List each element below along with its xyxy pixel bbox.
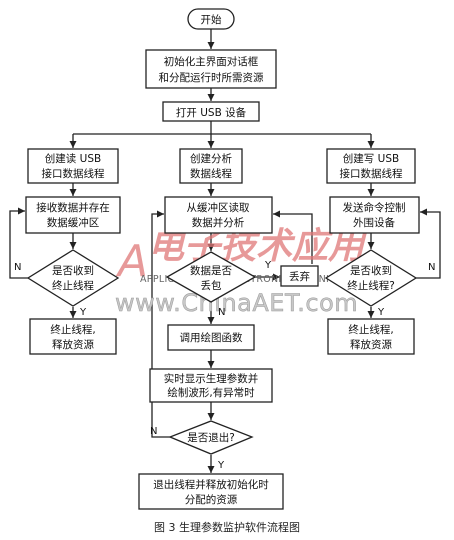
node-final: 退出线程并释放初始化时 分配的资源 — [138, 473, 284, 510]
node-data-check-line1: 数据是否 — [190, 264, 232, 277]
node-plot-label: 调用绘图函数 — [180, 331, 243, 344]
node-recv-line2: 数据缓冲区 — [47, 216, 100, 229]
node-end-right-line1: 终止线程, — [348, 323, 393, 336]
node-send-cmd: 发送命令控制 外围设备 — [329, 196, 420, 234]
label-yes-data: Y — [264, 260, 272, 271]
node-write-check-line1: 是否收到 — [350, 264, 392, 277]
node-recv-check-line2: 终止线程 — [52, 279, 94, 292]
node-exit-check: 是否退出? — [168, 420, 254, 455]
node-read-buffer: 从缓冲区读取 数据并分析 — [164, 196, 273, 234]
node-realtime: 实时显示生理参数并 绘制波形,有异常时 — [149, 368, 273, 403]
edge-discard-loop — [273, 210, 313, 264]
node-create-analysis: 创建分析 数据线程 — [179, 148, 243, 184]
node-write-check: 是否收到 终止线程? — [324, 249, 418, 307]
node-write-check-line2: 终止线程? — [347, 279, 395, 292]
node-data-check: 数据是否 丢包 — [165, 251, 257, 303]
node-recv-line1: 接收数据并存在 — [36, 201, 110, 214]
node-discard: 丢弃 — [280, 265, 319, 287]
node-create-read-line1: 创建读 USB — [45, 152, 101, 165]
node-start: 开始 — [187, 8, 235, 30]
node-recv-check: 是否收到 终止线程 — [26, 249, 120, 307]
node-end-left: 终止线程, 释放资源 — [29, 318, 117, 355]
figure-caption: 图 3 生理参数监护软件流程图 — [154, 520, 300, 534]
watermark-logo-letter: A — [115, 236, 148, 287]
node-realtime-line2: 绘制波形,有异常时 — [167, 386, 255, 399]
node-init: 初始化主界面对话框 和分配运行时所需资源 — [145, 49, 277, 89]
edge-write-check-loop — [416, 208, 441, 279]
node-read-buffer-line2: 数据并分析 — [192, 216, 245, 229]
node-end-left-line2: 释放资源 — [52, 338, 94, 351]
watermark-url: www.ChinaAET.com — [115, 289, 358, 317]
nodes: 开始 初始化主界面对话框 和分配运行时所需资源 打开 USB 设备 创建读 US… — [25, 8, 420, 510]
node-realtime-line1: 实时显示生理参数并 — [164, 372, 259, 385]
node-end-right-line2: 释放资源 — [350, 338, 392, 351]
label-no-exit: N — [150, 426, 157, 437]
node-create-write-line1: 创建写 USB — [343, 152, 399, 165]
node-discard-label: 丢弃 — [289, 270, 310, 283]
edge-exit-loop — [151, 210, 170, 438]
node-open-usb: 打开 USB 设备 — [162, 101, 260, 122]
label-no-write: N — [428, 262, 435, 273]
node-create-analysis-line1: 创建分析 — [190, 152, 232, 165]
edge-recv-check-loop — [9, 207, 28, 279]
node-create-read-line2: 接口数据线程 — [42, 167, 105, 180]
node-init-line2: 和分配运行时所需资源 — [159, 71, 264, 84]
node-create-write-line2: 接口数据线程 — [340, 167, 403, 180]
label-yes-recv: Y — [79, 307, 87, 318]
label-yes-exit: Y — [217, 460, 225, 471]
node-end-right: 终止线程, 释放资源 — [327, 318, 415, 355]
node-exit-check-label: 是否退出? — [187, 431, 235, 444]
node-open-usb-label: 打开 USB 设备 — [176, 106, 247, 119]
node-send-cmd-line2: 外围设备 — [353, 216, 395, 229]
node-recv-check-line1: 是否收到 — [52, 264, 94, 277]
label-no-recv: N — [14, 262, 21, 273]
node-create-analysis-line2: 数据线程 — [190, 167, 232, 180]
node-create-read: 创建读 USB 接口数据线程 — [27, 148, 119, 184]
node-start-label: 开始 — [201, 13, 222, 26]
node-final-line2: 分配的资源 — [185, 493, 238, 506]
node-send-cmd-line1: 发送命令控制 — [343, 201, 406, 214]
node-create-write: 创建写 USB 接口数据线程 — [326, 148, 416, 184]
node-recv: 接收数据并存在 数据缓冲区 — [25, 196, 121, 234]
node-final-line1: 退出线程并释放初始化时 — [153, 478, 269, 491]
edges — [9, 29, 441, 473]
node-data-check-line2: 丢包 — [201, 279, 222, 292]
label-no-data: N — [218, 307, 225, 318]
node-plot: 调用绘图函数 — [167, 324, 255, 351]
label-yes-write: Y — [377, 307, 385, 318]
node-init-line1: 初始化主界面对话框 — [164, 55, 259, 68]
node-end-left-line1: 终止线程, — [50, 323, 95, 336]
node-read-buffer-line1: 从缓冲区读取 — [187, 201, 250, 214]
branch-labels: N Y Y N N Y N Y — [14, 260, 435, 471]
